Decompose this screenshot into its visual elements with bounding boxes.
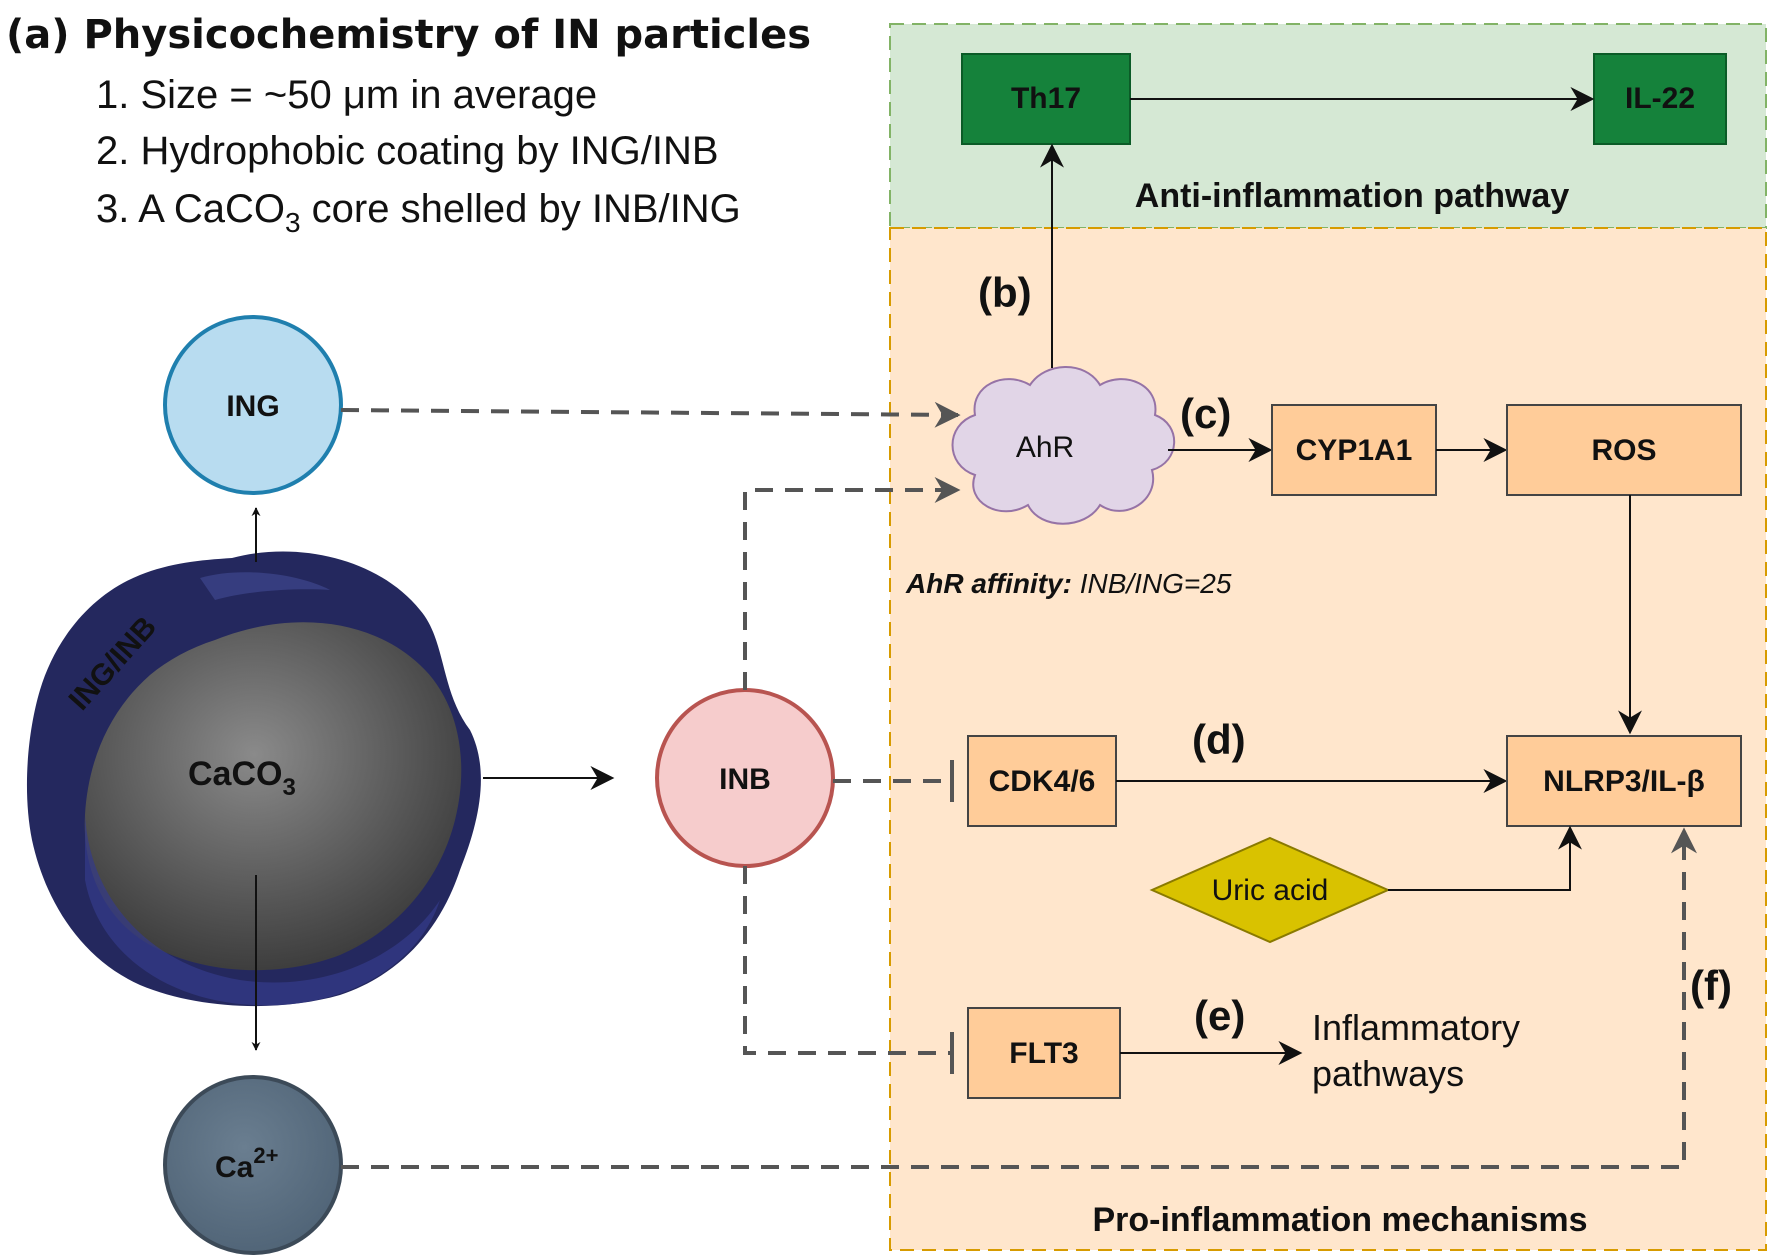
ahr-affinity-value: INB/ING=25 (1072, 568, 1232, 599)
step-b-label: (b) (978, 269, 1032, 316)
anti-region-label: Anti-inflammation pathway (1135, 177, 1570, 215)
il22-label: IL-22 (1625, 82, 1695, 115)
ca-label: Ca2+ (215, 1143, 278, 1184)
ing-label: ING (226, 390, 279, 423)
property-core: 3. A CaCO3 core shelled by INB/ING (96, 187, 741, 238)
property-size: 1. Size = ~50 μm in average (96, 73, 597, 117)
property-core-suffix: core shelled by INB/ING (301, 187, 741, 231)
particle-shell-highlight (200, 572, 330, 600)
uric-acid-label: Uric acid (1212, 874, 1329, 907)
property-coating: 2. Hydrophobic coating by ING/INB (96, 129, 719, 173)
step-e-label: (e) (1194, 992, 1245, 1039)
ahr-label: AhR (1016, 431, 1074, 464)
ca-label-sup: 2+ (253, 1143, 278, 1168)
ing-node (163, 315, 343, 495)
dashed-inb-to-flt3 (743, 866, 950, 1055)
particle-core (84, 622, 462, 971)
il22-box (1593, 53, 1727, 145)
ahr-affinity-label: AhR affinity: (905, 568, 1072, 599)
flt3-box (967, 1007, 1121, 1099)
ca-label-base: Ca (215, 1151, 254, 1184)
core-label-sub: 3 (282, 774, 295, 801)
dashed-ca-to-nlrp3 (341, 827, 1697, 1169)
ros-label: ROS (1591, 434, 1656, 467)
dashed-ing-to-ahr (340, 401, 961, 428)
ahr-cloud (951, 366, 1176, 525)
ahr-affinity-note: AhR affinity: INB/ING=25 (905, 568, 1232, 599)
nlrp3-label: NLRP3/IL-β (1543, 765, 1705, 798)
core-label-main: CaCO (188, 755, 282, 793)
pro-region-label: Pro-inflammation mechanisms (1092, 1201, 1587, 1239)
property-core-subscript: 3 (285, 207, 301, 238)
nlrp3-box (1506, 735, 1742, 827)
figure-title: (a) Physicochemistry of IN particles (6, 12, 811, 58)
step-d-label: (d) (1192, 716, 1246, 763)
ros-box (1506, 404, 1742, 496)
cdk46-box (967, 735, 1117, 827)
inb-label: INB (719, 763, 771, 796)
core-label: CaCO3 (188, 755, 296, 801)
property-core-prefix: 3. A CaCO (96, 187, 285, 231)
th17-label: Th17 (1011, 82, 1081, 115)
uric-acid-diamond (1149, 836, 1391, 944)
inflammatory-pathways-label: Inflammatory pathways (1312, 1007, 1520, 1094)
in-particle: ING/INB CaCO3 (26, 551, 481, 1007)
inflammatory-line1: Inflammatory (1312, 1007, 1520, 1048)
step-c-label: (c) (1180, 390, 1231, 437)
step-f-label: (f) (1690, 962, 1732, 1009)
cdk46-label: CDK4/6 (989, 765, 1096, 798)
inflammatory-line2: pathways (1312, 1053, 1464, 1094)
cyp1a1-box (1271, 404, 1437, 496)
flt3-label: FLT3 (1009, 1037, 1078, 1070)
cyp1a1-label: CYP1A1 (1296, 434, 1413, 467)
arrow-uric-to-nlrp3 (1388, 825, 1582, 891)
dashed-inb-to-ahr (743, 477, 961, 690)
particle-shell-band (85, 815, 440, 1006)
